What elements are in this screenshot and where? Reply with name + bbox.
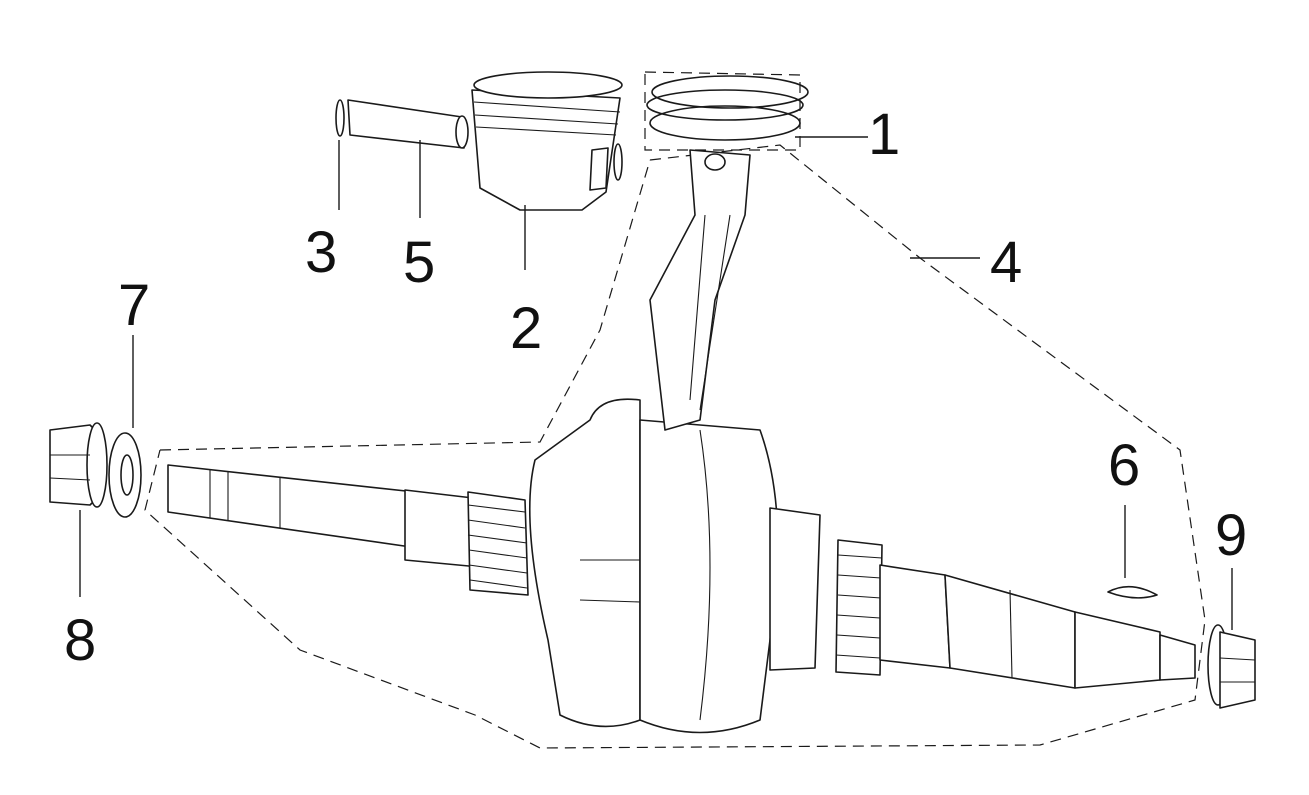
callout-4: 4: [990, 230, 1022, 295]
assembly-dashed-outlines: [144, 71, 1206, 749]
circlips: [335, 99, 623, 181]
piston-rings: [646, 75, 809, 141]
flange-nut-left: [49, 422, 108, 508]
washer: [108, 432, 142, 518]
crankshaft: [167, 398, 1196, 734]
callout-8: 8: [64, 608, 96, 673]
leader-lines: [79, 136, 1233, 630]
piston: [471, 71, 623, 211]
woodruff-key: [1107, 585, 1158, 599]
callout-6: 6: [1108, 433, 1140, 498]
callout-1: 1: [868, 102, 900, 167]
callout-3: 3: [305, 220, 337, 285]
callout-7: 7: [118, 273, 150, 338]
callout-labels: 1 2 3 4 5 6 7 8 9: [64, 102, 1247, 673]
flange-nut-right: [1207, 624, 1256, 709]
connecting-rod: [649, 149, 751, 431]
piston-pin: [347, 99, 469, 149]
callout-5: 5: [403, 230, 435, 295]
callout-9: 9: [1215, 503, 1247, 568]
callout-2: 2: [510, 296, 542, 361]
